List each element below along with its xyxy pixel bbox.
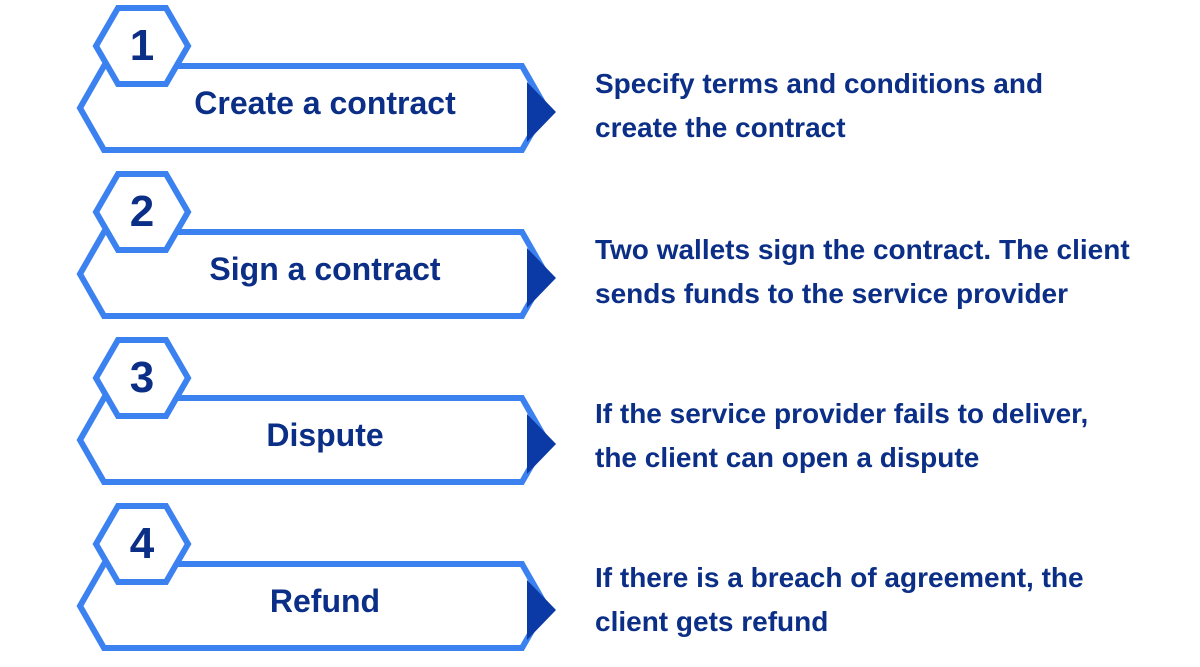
description-line: create the contract — [595, 112, 846, 143]
step-description: If the service provider fails to deliver… — [595, 392, 1155, 480]
step-frame — [76, 5, 556, 153]
description-line: Specify terms and conditions and — [595, 68, 1044, 99]
play-arrow-icon — [527, 414, 556, 474]
step-title: Dispute — [266, 417, 384, 453]
step-title: Sign a contract — [209, 251, 441, 287]
step-3: 3 Dispute If the service provider fails … — [0, 332, 1200, 492]
description-line: If there is a breach of agreement, the — [595, 562, 1084, 593]
description-line: client gets refund — [595, 606, 829, 637]
play-arrow-icon — [527, 82, 556, 142]
step-2: 2 Sign a contract Two wallets sign the c… — [0, 166, 1200, 326]
play-arrow-icon — [527, 248, 556, 308]
hexagon-icon — [92, 5, 192, 87]
step-number: 4 — [129, 519, 155, 568]
step-frame — [76, 171, 556, 319]
step-description: If there is a breach of agreement, the c… — [595, 556, 1155, 644]
description-line: Two wallets sign the contract. The clien… — [595, 234, 1130, 265]
hexagon-icon — [92, 337, 192, 419]
step-description: Two wallets sign the contract. The clien… — [595, 228, 1155, 316]
step-number: 3 — [129, 353, 155, 402]
step-description: Specify terms and conditions and create … — [595, 62, 1155, 150]
play-arrow-icon — [527, 580, 556, 640]
step-1: 1 Create a contract Specify terms and co… — [0, 0, 1200, 160]
step-frame — [76, 503, 556, 651]
description-line: sends funds to the service provider — [595, 278, 1069, 309]
description-line: the client can open a dispute — [595, 442, 980, 473]
hexagon-icon — [92, 171, 192, 253]
step-title: Create a contract — [194, 85, 456, 121]
step-4: 4 Refund If there is a breach of agreeme… — [0, 498, 1200, 658]
description-line: If the service provider fails to deliver… — [595, 398, 1089, 429]
step-number: 2 — [129, 187, 155, 236]
step-title: Refund — [269, 583, 381, 619]
step-number: 1 — [129, 21, 155, 70]
step-frame — [76, 337, 556, 485]
hexagon-icon — [92, 503, 192, 585]
